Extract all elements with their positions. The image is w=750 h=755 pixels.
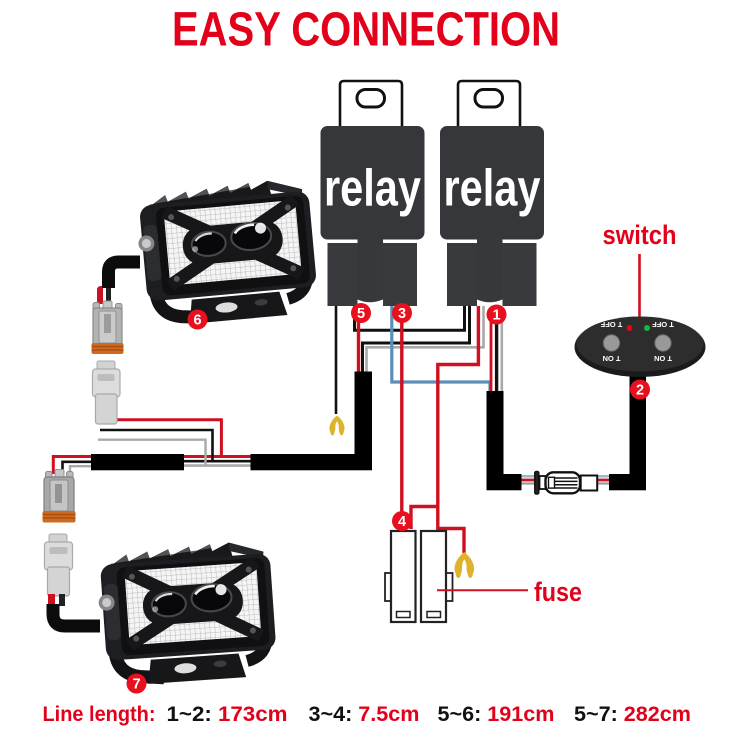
svg-text:T ON: T ON — [603, 354, 621, 363]
svg-text:switch: switch — [603, 220, 677, 250]
svg-text:5~7: 282cm: 5~7: 282cm — [574, 703, 691, 726]
svg-text:4: 4 — [398, 514, 406, 530]
svg-text:Line length:: Line length: — [43, 703, 156, 726]
svg-text:EASY CONNECTION: EASY CONNECTION — [172, 4, 560, 57]
svg-text:fuse: fuse — [534, 577, 582, 607]
svg-text:T ON: T ON — [654, 354, 672, 363]
svg-text:5~6: 191cm: 5~6: 191cm — [438, 703, 555, 726]
svg-text:6: 6 — [193, 313, 201, 329]
svg-text:3~4: 7.5cm: 3~4: 7.5cm — [309, 703, 420, 726]
svg-text:7: 7 — [132, 677, 140, 693]
svg-text:2: 2 — [636, 383, 644, 399]
svg-text:T OFF: T OFF — [600, 320, 622, 329]
svg-text:relay: relay — [444, 160, 541, 218]
svg-text:5: 5 — [357, 306, 365, 322]
svg-text:3: 3 — [398, 306, 406, 322]
svg-text:relay: relay — [324, 160, 421, 218]
svg-text:1~2: 173cm: 1~2: 173cm — [167, 703, 288, 726]
svg-text:T OFF: T OFF — [652, 320, 674, 329]
svg-text:1: 1 — [492, 308, 500, 324]
